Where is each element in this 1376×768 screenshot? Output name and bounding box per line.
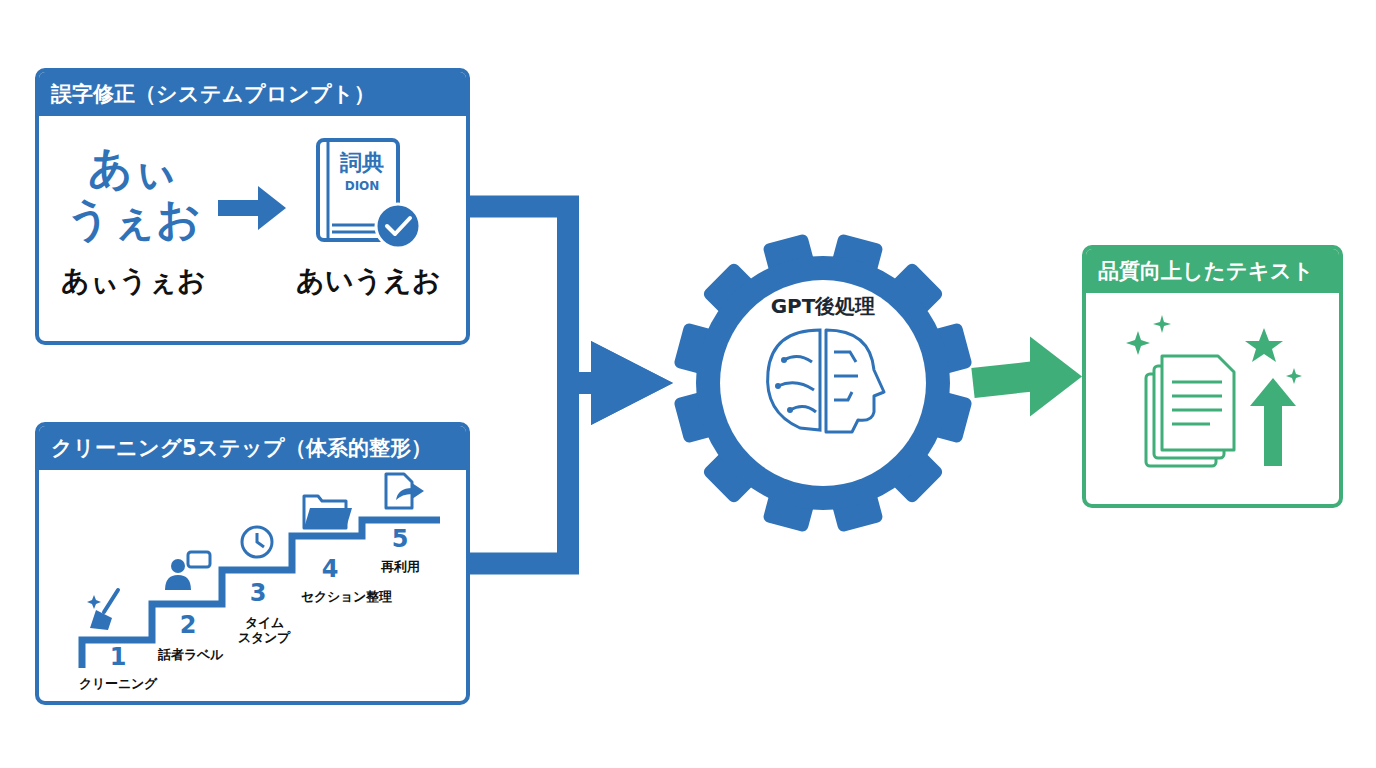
sparkle bbox=[1126, 331, 1150, 355]
panel-title: 品質向上したテキスト bbox=[1098, 257, 1314, 285]
arrow-line bbox=[973, 377, 1032, 384]
sample-text: あぃうぇお bbox=[61, 265, 206, 297]
brain-outline bbox=[768, 330, 820, 430]
brain-circuits bbox=[778, 356, 816, 412]
document-front bbox=[1162, 356, 1234, 450]
document-line bbox=[1172, 423, 1210, 426]
panel-header: 品質向上したテキスト bbox=[1086, 249, 1339, 293]
book-page-line bbox=[332, 231, 378, 234]
book-spine bbox=[327, 140, 330, 240]
folder-flap bbox=[304, 508, 352, 528]
sparkle bbox=[1153, 315, 1171, 333]
gear-outline bbox=[673, 233, 973, 533]
panel-header: 誤字修正（システムプロンプト） bbox=[39, 72, 466, 116]
up-arrow-shaft bbox=[1264, 404, 1282, 466]
arrow-line bbox=[470, 196, 593, 384]
panel-title: 誤字修正（システムプロンプト） bbox=[51, 80, 375, 108]
step-label: クリーニング bbox=[79, 677, 157, 692]
step-label: 再利用 bbox=[381, 560, 420, 575]
circuit-node bbox=[775, 383, 781, 389]
step-number: 2 bbox=[180, 612, 197, 640]
dictionary-label: 詞典 bbox=[340, 150, 384, 175]
document-line bbox=[1172, 381, 1222, 384]
dictionary-book bbox=[318, 140, 398, 240]
document-line bbox=[1172, 395, 1222, 398]
arrow-head bbox=[591, 341, 673, 425]
sample-text: あぃ うぇお bbox=[63, 143, 203, 244]
circuit-node bbox=[781, 357, 787, 363]
up-arrow-head bbox=[1250, 378, 1296, 406]
step-label: タイム スタンプ bbox=[232, 616, 296, 646]
step-label: セクション整理 bbox=[301, 590, 392, 605]
person-head bbox=[171, 559, 185, 573]
output-panel: 品質向上したテキスト bbox=[1082, 245, 1343, 508]
step-number: 1 bbox=[110, 644, 127, 672]
arrow-head bbox=[591, 341, 673, 425]
export-document bbox=[386, 474, 412, 508]
step-number: 3 bbox=[250, 580, 267, 608]
sparkle bbox=[87, 595, 101, 609]
sample-text: あいうえお bbox=[296, 265, 441, 297]
speech-bubble bbox=[188, 552, 210, 567]
clock-face bbox=[242, 527, 272, 557]
book-page-line bbox=[332, 224, 380, 227]
sparkle bbox=[1286, 368, 1302, 384]
clock-hands bbox=[257, 533, 264, 547]
circuit-node bbox=[787, 407, 793, 413]
document-middle bbox=[1154, 366, 1224, 458]
flow-arrow bbox=[973, 337, 1082, 417]
gear-title: GPT後処理 bbox=[673, 293, 973, 320]
document-line bbox=[1172, 409, 1222, 412]
broom-handle bbox=[104, 590, 118, 612]
arrow-line bbox=[470, 383, 593, 575]
dictionary-label: DION bbox=[345, 180, 380, 194]
broom-head bbox=[90, 610, 112, 630]
check-mark bbox=[387, 218, 410, 234]
folder-icon bbox=[304, 496, 346, 528]
check-badge bbox=[376, 204, 420, 248]
head-circuits bbox=[834, 352, 858, 400]
staircase bbox=[82, 520, 440, 668]
person-body bbox=[165, 575, 191, 590]
step-number: 4 bbox=[322, 556, 339, 584]
export-arrow bbox=[396, 483, 424, 500]
gear-process: GPT後処理 bbox=[673, 233, 973, 533]
flow-arrow bbox=[470, 341, 673, 575]
panel-title: クリーニング5ステップ（体系的整形） bbox=[51, 434, 432, 462]
star bbox=[1245, 328, 1283, 362]
head-profile bbox=[826, 330, 884, 432]
transform-arrow bbox=[218, 186, 286, 230]
step-number: 5 bbox=[392, 526, 409, 554]
step-label: 話者ラベル bbox=[158, 648, 223, 663]
arrow-head bbox=[1030, 337, 1082, 417]
panel-header: クリーニング5ステップ（体系的整形） bbox=[39, 426, 466, 470]
document-back bbox=[1146, 374, 1216, 466]
